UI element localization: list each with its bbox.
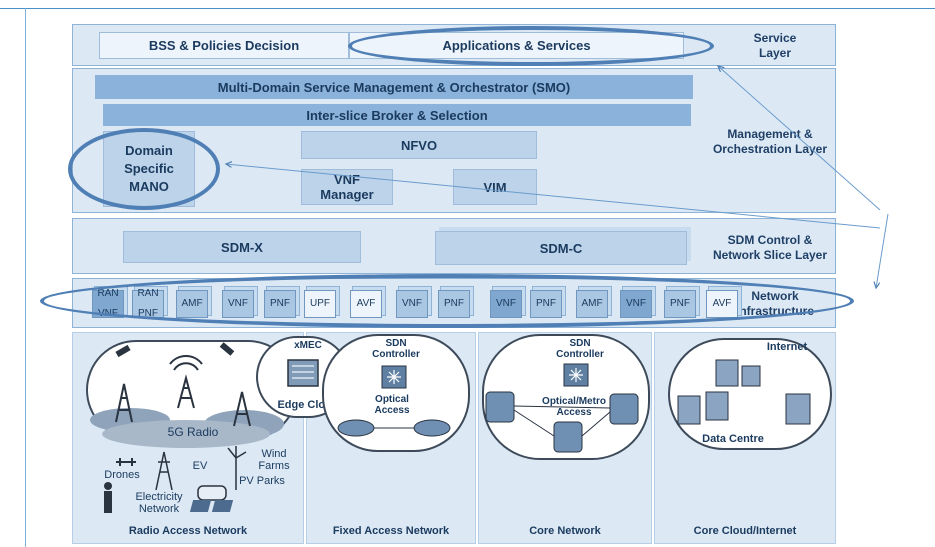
pv-parks-label: PV Parks xyxy=(239,475,285,487)
vim-box: VIM xyxy=(453,169,537,205)
internet-label: Internet xyxy=(766,341,808,353)
edge-cloud-label: Edge Cloud xyxy=(277,399,339,411)
solar-panel-icon xyxy=(189,500,234,512)
fixed-router-icons xyxy=(337,419,451,437)
nfvo-box: NFVO xyxy=(301,131,537,159)
core-switch-bottom xyxy=(553,421,583,453)
satellite-icon-left xyxy=(115,344,131,358)
core-sdn-controller-icon xyxy=(563,363,589,387)
ran-label: Radio Access Network xyxy=(128,525,248,537)
management-layer-label: Management & Orchestration Layer xyxy=(712,127,828,156)
datacentre-label: Data Centre xyxy=(702,433,764,445)
ev-car-icon xyxy=(197,485,227,501)
pylon-icon xyxy=(155,451,173,491)
management-layer: Multi-Domain Service Management & Orches… xyxy=(72,68,836,213)
sdm-layer: SDM-X SDM-C SDM Control & Network Slice … xyxy=(72,218,836,274)
radio-label: 5G Radio xyxy=(167,425,219,439)
fixed-sdn-controller-icon xyxy=(381,365,407,389)
service-layer-label: Service Layer xyxy=(753,31,797,60)
cloud-label: Core Cloud/Internet xyxy=(693,525,797,537)
vnf-manager-box: VNF Manager xyxy=(301,169,393,205)
drone-icon xyxy=(116,458,136,466)
core-switch-icons xyxy=(485,391,639,453)
drones-label: Drones xyxy=(104,469,140,481)
tower-icon-center xyxy=(169,355,203,409)
satellite-icon-right xyxy=(219,342,235,356)
top-border-line xyxy=(0,8,935,9)
arrow-to-applications xyxy=(718,66,881,211)
person-icon xyxy=(104,482,112,513)
core-switch-right xyxy=(609,393,639,425)
server-icon xyxy=(287,359,319,387)
broker-bar: Inter-slice Broker & Selection xyxy=(103,104,691,126)
sdm-x-box: SDM-X xyxy=(123,231,361,263)
vnfm-line2: Manager xyxy=(320,187,374,202)
ev-label: EV xyxy=(192,460,208,472)
core-label: Core Network xyxy=(529,525,601,537)
fixed-access-label: Fixed Access Network xyxy=(332,525,450,537)
arrow-to-infrastructure xyxy=(876,213,889,288)
sdm-layer-label: SDM Control & Network Slice Layer xyxy=(712,233,828,262)
bss-policies-box: BSS & Policies Decision xyxy=(99,32,349,59)
core-switch-left xyxy=(485,391,515,423)
mano-highlight-ellipse xyxy=(68,128,220,210)
infrastructure-highlight-ellipse xyxy=(40,274,854,328)
datacentre-icons xyxy=(677,359,811,425)
wind-turbine-icon xyxy=(227,446,247,490)
vnfm-line1: VNF xyxy=(334,172,360,187)
tower-icon-right xyxy=(233,391,251,427)
arrow-to-mano xyxy=(226,164,881,229)
xmec-label: xMEC xyxy=(294,340,322,351)
radio-coverage-center xyxy=(102,420,270,448)
applications-highlight-ellipse xyxy=(348,26,714,66)
sdm-c-box: SDM-C xyxy=(435,231,687,265)
ran-illustration xyxy=(90,342,284,513)
smo-bar: Multi-Domain Service Management & Orches… xyxy=(95,75,693,99)
tower-icon-left xyxy=(115,383,133,423)
left-border-line xyxy=(25,8,26,547)
datacentre-rack-icon xyxy=(677,359,811,425)
